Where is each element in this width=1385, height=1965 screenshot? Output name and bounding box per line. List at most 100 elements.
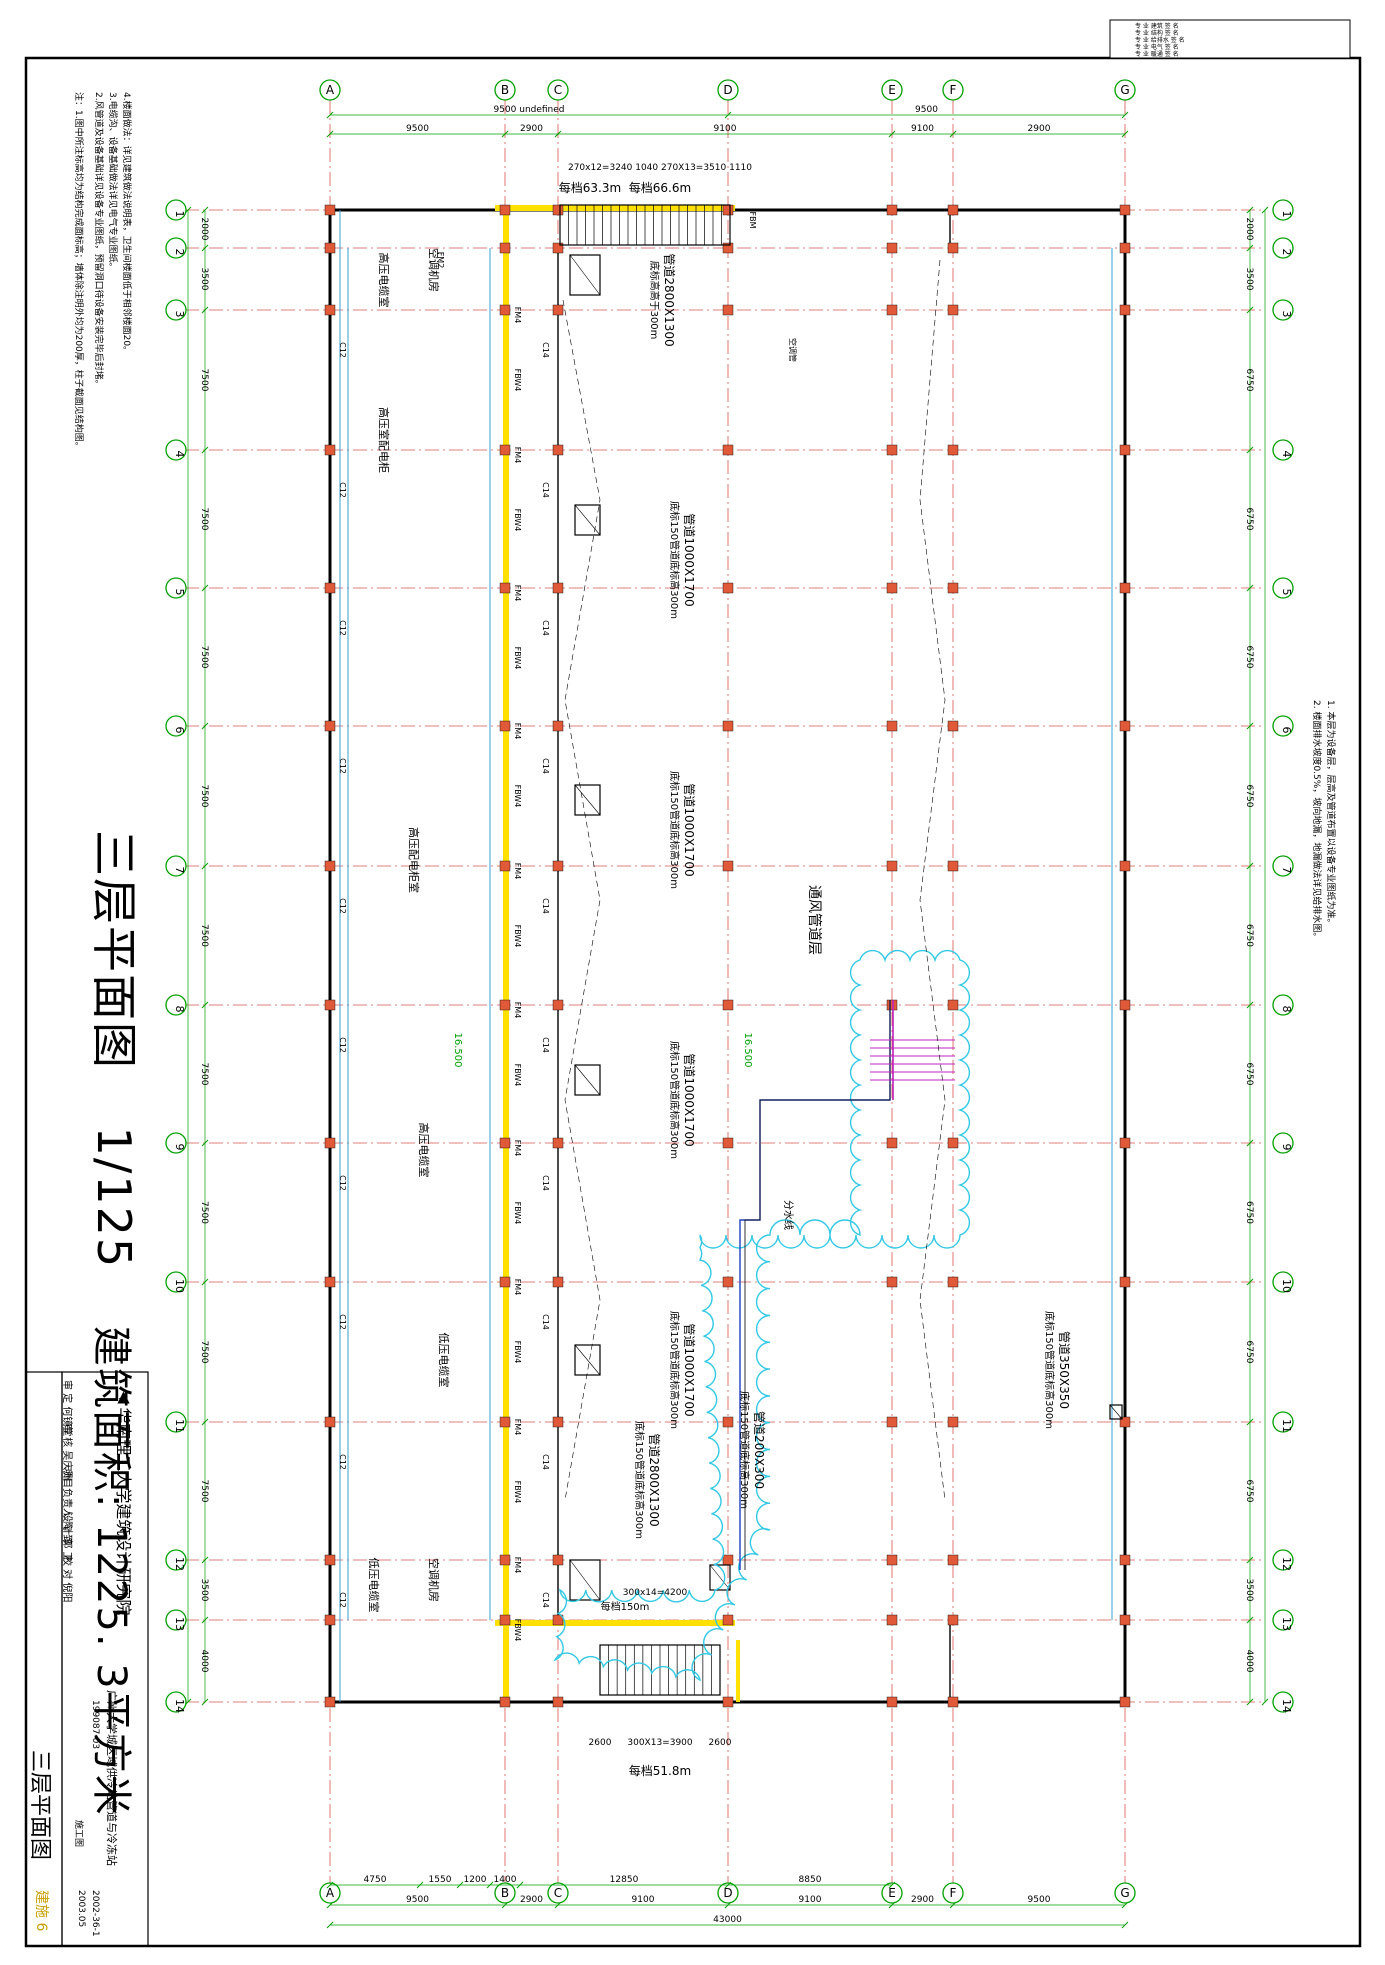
duct-cross [709, 1564, 731, 1591]
door-mark-fbw4: FBW4 [513, 1341, 522, 1364]
dim-bottom-axes-label: 2900 [520, 1895, 543, 1905]
duct-label-6: 管道200X300 [752, 1411, 767, 1489]
dim-right-overall-tick [1261, 206, 1269, 214]
structural-column [722, 860, 734, 872]
highlight-strip [503, 205, 509, 1705]
dim-right-overall-tick [1261, 1698, 1269, 1706]
duct-opening [574, 1064, 601, 1096]
dim-bottom-sub-tick [326, 1881, 334, 1889]
column-mark-c14: C14 [541, 898, 550, 914]
structural-column [324, 1416, 336, 1428]
structural-column [947, 1416, 959, 1428]
stair-bottom-side-b: 2600 [709, 1738, 732, 1748]
axis-label-B-top: B [501, 83, 509, 97]
axis-label-row-9-left: 9 [173, 1144, 186, 1151]
ac-pipe-label: 空调管 [788, 338, 798, 362]
structural-column [499, 720, 511, 732]
axis-label-E-bottom: E [888, 1886, 896, 1900]
axis-label-C-bottom: C [554, 1886, 562, 1900]
structural-column [499, 304, 511, 316]
axis-label-row-7-right: 7 [1280, 867, 1293, 874]
structural-column [552, 1137, 564, 1149]
dim-right-rows-tick [1246, 722, 1254, 730]
dim-bottom-axes-label: 9500 [406, 1895, 429, 1905]
dim-right-rows-tick [1246, 1139, 1254, 1147]
column-mark-c14: C14 [541, 1037, 550, 1053]
axis-bubble-row-8-right [1272, 994, 1294, 1016]
dim-bottom-axes-label: 2900 [911, 1895, 934, 1905]
room-label-2: 空调机房 [427, 248, 441, 292]
structural-column [324, 204, 336, 216]
dim-bottom-sub-label: 1400 [494, 1875, 517, 1885]
dim-right-rows-label: 4000 [1244, 1650, 1254, 1673]
dim-right-rows-tick [1246, 1418, 1254, 1426]
dim-bottom-sub-label: 8850 [799, 1875, 822, 1885]
dim-left-overall-tick [184, 1698, 192, 1706]
dim-left-rows-tick [201, 722, 209, 730]
structural-column [552, 444, 564, 456]
structural-column [324, 1137, 336, 1149]
dim-right-rows-label: 3500 [1244, 1579, 1254, 1602]
structural-column [886, 242, 898, 254]
column-mark-c14: C14 [541, 620, 550, 636]
axis-label-E-top: E [888, 83, 896, 97]
axis-label-row-14-right: 14 [1280, 1699, 1293, 1713]
stair-bottom-area: 每档51.8m [629, 1763, 691, 1778]
structural-column [886, 1554, 898, 1566]
dim-bottom-major-tick [326, 1921, 334, 1929]
axis-label-row-8-left: 8 [173, 1006, 186, 1013]
axis-bubble-B-bottom [494, 1882, 516, 1904]
pipe-route-b [744, 1000, 891, 1570]
duct-sublabel-5: 底标150管道底标高300m [668, 1311, 681, 1429]
door-mark-fm4: FM4 [513, 1140, 522, 1157]
structural-column [886, 860, 898, 872]
duct-sublabel-7: 底标150管道底标高300m [633, 1421, 646, 1539]
structural-column [324, 582, 336, 594]
axis-label-row-12-left: 12 [173, 1557, 186, 1571]
dim-top-axes-label: 2900 [520, 124, 543, 134]
dim-left-rows-label: 7500 [199, 924, 209, 947]
axis-bubble-row-4-left [165, 439, 187, 461]
structural-column [324, 999, 336, 1011]
axis-bubble-row-11-right [1272, 1411, 1294, 1433]
structural-column [499, 1554, 511, 1566]
duct-sublabel-6: 底标150管道底标高300m [738, 1391, 751, 1509]
structural-column [947, 1554, 959, 1566]
structural-column [324, 1614, 336, 1626]
column-mark-c12: C12 [338, 1314, 347, 1330]
axis-label-D-top: D [723, 83, 732, 97]
column-mark-c12: C12 [338, 898, 347, 914]
axis-bubble-row-12-left [165, 1549, 187, 1571]
highlight-strip [495, 205, 735, 211]
axis-label-row-14-left: 14 [173, 1699, 186, 1713]
column-mark-c14: C14 [541, 1314, 550, 1330]
axis-bubble-A-top [319, 79, 341, 101]
dim-left-rows-label: 7500 [199, 1341, 209, 1364]
axis-label-row-7-left: 7 [173, 867, 186, 874]
axis-bubble-row-8-left [165, 994, 187, 1016]
duct-sublabel-2: 底标150管道底标高300m [668, 501, 681, 619]
dim-left-rows-label: 7500 [199, 785, 209, 808]
room-label-5: 高压电缆室 [417, 1123, 431, 1178]
axis-bubble-row-13-left [165, 1609, 187, 1631]
structural-column [324, 720, 336, 732]
institute-name: ▲ 华南理工大学建筑设计研究院 [114, 1386, 133, 1616]
axis-bubble-D-bottom [717, 1882, 739, 1904]
dim-right-rows-tick [1246, 306, 1254, 314]
axis-bubble-E-bottom [881, 1882, 903, 1904]
design-phase: 施工图 [73, 1820, 83, 1848]
dim-right-rows-tick [1246, 206, 1254, 214]
dim-left-rows-tick [201, 862, 209, 870]
structural-column [324, 860, 336, 872]
structural-column [324, 304, 336, 316]
room-label-7: 空调机房 [427, 1558, 441, 1602]
sheet-outer-border [24, 56, 1362, 1948]
door-mark-fm4: FM4 [513, 1419, 522, 1436]
column-mark-c12: C12 [338, 1037, 347, 1053]
structural-column [1119, 999, 1131, 1011]
door-mark-fbw4: FBW4 [513, 785, 522, 808]
structural-column [552, 999, 564, 1011]
axis-label-F-bottom: F [950, 1886, 957, 1900]
dim-bottom-axes-tick [326, 1901, 334, 1909]
